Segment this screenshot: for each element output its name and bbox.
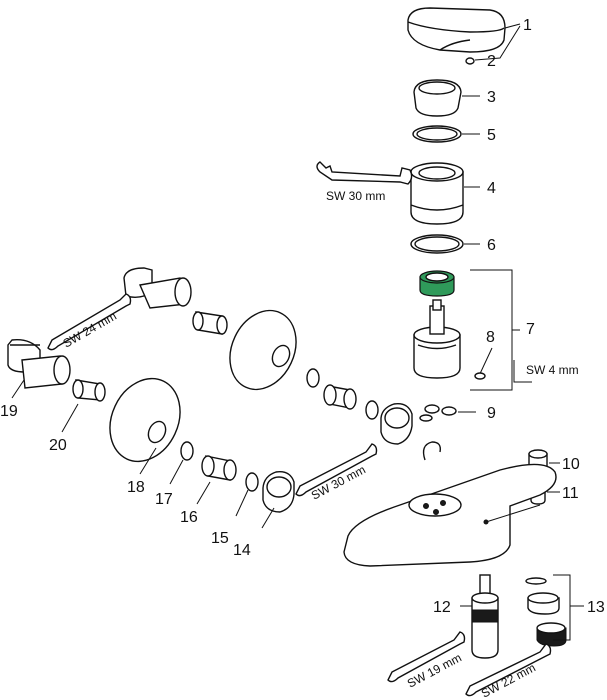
part-7-cartridge — [413, 270, 461, 379]
part-5-o-ring — [412, 125, 462, 143]
wrench-icon-sw30-top — [316, 161, 413, 185]
part-20-check-valve — [72, 379, 106, 402]
label-3: 3 — [487, 89, 496, 106]
part-17-washer — [180, 368, 320, 461]
label-9: 9 — [487, 405, 496, 422]
leader-17 — [169, 459, 184, 485]
leader-7 — [470, 269, 520, 331]
part-6-o-ring — [410, 234, 464, 254]
part-3-cover-ring — [413, 79, 462, 117]
part-2-screw — [465, 57, 475, 65]
label-12: 12 — [433, 599, 451, 616]
label-14: 14 — [233, 542, 251, 559]
leader-20 — [61, 403, 79, 433]
part-4-sleeve — [410, 162, 464, 225]
leader-7b — [470, 330, 513, 391]
wrench-label-sw30-top: SW 30 mm — [326, 189, 385, 203]
part-19-eccentric-connector — [7, 339, 71, 389]
allen-key-icon — [513, 360, 532, 383]
part-14-nut — [262, 403, 413, 513]
wrench-icon-sw19 — [387, 631, 466, 683]
part-9-seals — [419, 404, 457, 422]
label-11: 11 — [562, 485, 579, 502]
label-13: 13 — [587, 599, 605, 616]
part-18-cover-rosette — [109, 377, 181, 463]
label-6: 6 — [487, 237, 496, 254]
label-2: 2 — [487, 53, 496, 70]
leader-1 — [504, 23, 521, 29]
part-18b-cover-rosette — [229, 309, 297, 391]
label-10: 10 — [562, 456, 580, 473]
wrench-label-sw4: SW 4 mm — [526, 363, 579, 377]
part-15-seal — [245, 400, 379, 492]
part-13-aerator — [525, 574, 571, 647]
leader-19 — [11, 379, 25, 399]
label-15: 15 — [211, 530, 229, 547]
part-12-diverter — [471, 574, 499, 659]
wrench-icon-sw24 — [47, 293, 132, 351]
leader-2 — [474, 25, 521, 61]
wrench-icon-sw30-mid — [295, 443, 378, 497]
label-19: 19 — [0, 403, 18, 420]
label-8: 8 — [486, 329, 495, 346]
label-4: 4 — [487, 180, 496, 197]
leader-15 — [235, 489, 249, 517]
part-16-union — [201, 384, 357, 481]
label-20: 20 — [49, 437, 67, 454]
part-19b-eccentric-connector — [123, 267, 192, 309]
part-8-set-screw — [474, 347, 493, 380]
label-17: 17 — [155, 491, 173, 508]
leader-16 — [196, 481, 211, 505]
part-20b-check-valve — [192, 311, 228, 335]
retaining-clip — [422, 441, 442, 461]
label-1: 1 — [523, 17, 532, 34]
part-1-handle-cap — [407, 7, 506, 53]
spout-body — [343, 463, 557, 567]
label-7: 7 — [526, 321, 535, 338]
wrench-icon-sw22 — [465, 643, 552, 697]
leader-14 — [261, 507, 275, 529]
label-18: 18 — [127, 479, 145, 496]
leader-18 — [139, 447, 157, 475]
label-5: 5 — [487, 127, 496, 144]
label-16: 16 — [180, 509, 198, 526]
